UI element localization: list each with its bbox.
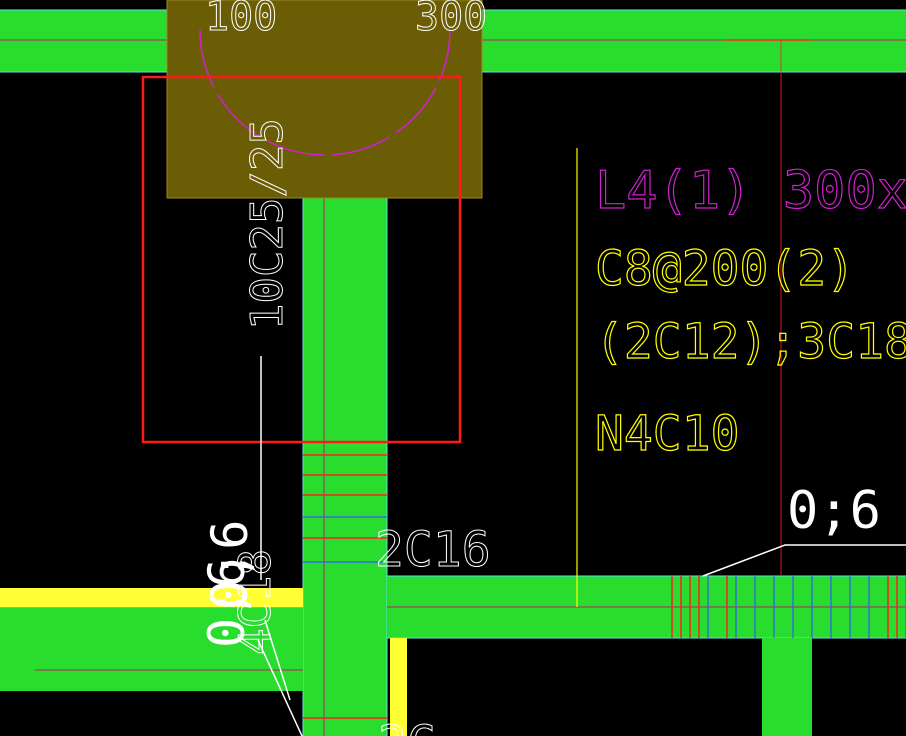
beam-rebar-hatch xyxy=(671,576,906,638)
stirrup-label[interactable]: C8@200(2) xyxy=(594,240,855,297)
tag-left-c[interactable]: 0;6 xyxy=(201,520,259,610)
highlight-rect[interactable] xyxy=(141,75,462,444)
tag-left-a[interactable]: 0;6 xyxy=(198,558,256,648)
tag-left-b: 4C18 xyxy=(230,549,281,655)
side-bars-label[interactable]: N4C10 xyxy=(594,405,740,462)
tag-right-leader xyxy=(702,544,906,577)
tag-left-leader xyxy=(257,639,303,736)
beam-stub-bottom[interactable] xyxy=(762,638,812,736)
tag-bottom: 2C xyxy=(378,716,436,736)
dim-top-left: 100 xyxy=(205,0,277,40)
middle-rebar-label: 2C16 xyxy=(375,522,491,578)
yellow-strip-left xyxy=(0,588,303,607)
dim-top-right: 300 xyxy=(415,0,487,40)
tag-right[interactable]: 0;6 xyxy=(787,481,881,541)
axis-arc xyxy=(199,29,451,156)
beam-left[interactable] xyxy=(0,607,303,691)
column-rebar-label: 10C25/25 xyxy=(242,118,293,330)
yellow-strip-bottom xyxy=(390,638,407,736)
tag-left-leader-b xyxy=(264,619,291,701)
longitudinal-label[interactable]: (2C12);3C18 xyxy=(594,313,906,370)
column-rebar-hatch xyxy=(303,454,387,719)
beam-label[interactable]: L4(1) 300x550 xyxy=(594,160,906,221)
